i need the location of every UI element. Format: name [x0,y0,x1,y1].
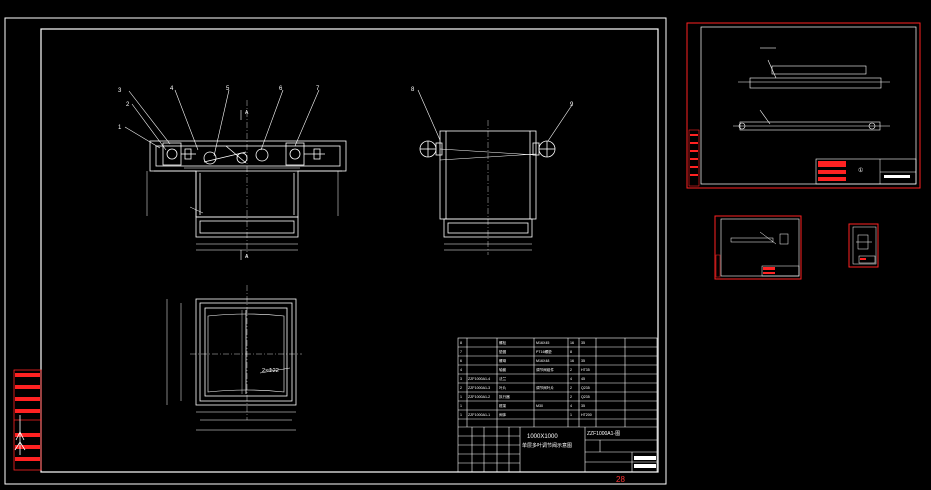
bom-cell: ZZF1000A1-2 [468,395,490,399]
bom-cell: 4 [460,368,462,372]
parts-sheet-1[interactable]: ① [686,22,921,189]
balloon-9: 9 [570,102,574,108]
bom-cell: 4 [570,404,572,408]
bom-cell: HT200 [581,413,592,417]
bom-cell: 45 [581,377,585,381]
side-elevation-view[interactable] [417,89,573,255]
balloon-7: 7 [316,86,320,92]
bom-cell: 1 [570,413,572,417]
balloon-4: 4 [170,86,174,92]
front-elevation-view[interactable] [124,89,347,258]
svg-text:A: A [245,254,249,260]
svg-text:A: A [245,110,249,116]
bom-cell: 1 [460,413,462,417]
bom-cell: M16X48 [536,359,549,363]
bom-cell: 16 [570,359,574,363]
bom-cell: 16 [570,341,574,345]
bom-cell: 8 [460,341,462,345]
bom-cell: 轴套 [499,367,507,372]
bom-cell: ZZF1000A1-1 [468,413,490,417]
bom-cell: 35 [581,341,585,345]
bom-cell: 8 [570,350,572,354]
bom-cell: PT16螺垫 [536,349,552,354]
bom-cell: 4 [570,377,572,381]
parts-sheet-1-label: ① [858,167,863,174]
bom-grid [457,337,658,473]
bom-cell: 调节阀叶片 [536,385,554,390]
title-block[interactable]: 1000X1000 单层多叶调节阀示意图 ZZF1000A1-图 8 螺栓 M16X… [457,337,658,473]
bom-cell: 2 [570,386,572,390]
bom-cell: 3 [460,377,462,381]
balloon-2: 2 [126,102,130,108]
view-arrow-a: A A [240,110,249,260]
plan-view[interactable] [166,285,302,431]
bom-cell: 2 [570,395,572,399]
left-stamp-column [13,369,42,471]
bom-cell: 阀体 [499,412,507,417]
parts-sheet-2[interactable] [714,215,802,280]
drawing-number: ZZF1000A1-图 [587,431,620,437]
bom-cell: HT35 [581,368,590,372]
main-drawing-sheet[interactable]: 28 [4,17,667,485]
bom-cell: 垫圈 [499,349,507,354]
bom-cell: 调节阀组件 [536,367,554,372]
balloon-8: 8 [411,87,415,93]
balloon-1: 1 [118,125,122,131]
balloon-6: 6 [279,86,283,92]
bom-cell: 2 [460,386,462,390]
title-line-2: 单层多叶调节阀示意图 [522,442,572,449]
bom-cell: 7 [460,350,462,354]
ucs-icon [14,415,26,455]
balloon-3: 3 [118,88,122,94]
title-line-1: 1000X1000 [527,434,558,440]
bom-cell: 1 [460,395,462,399]
bom-cell: ZZF1000A1-4 [468,377,490,381]
bom-cell: 35 [581,359,585,363]
bom-cell: 35 [581,404,585,408]
bom-cell: 1 [460,404,462,408]
inner-sheet-border [40,28,659,473]
bom-cell: 2 [570,368,572,372]
bom-cell: M16X45 [536,341,549,345]
bom-cell: 法兰 [499,376,507,381]
bom-cell: 叶片 [499,385,507,390]
bom-cell: M30 [536,404,543,408]
bom-cell: 螺栓 [499,340,507,345]
bom-cell: ZZF1000A1-3 [468,386,490,390]
plan-hole-callout: 2×Φ22 [262,368,279,374]
bom-cell: Q235 [581,395,590,399]
parts-sheet-3[interactable] [848,223,879,268]
bom-cell: 6 [460,359,462,363]
sheet-number: 28 [616,475,625,484]
bom-cell: 螺母 [499,358,507,363]
balloon-5: 5 [226,86,230,92]
bom-cell: Q235 [581,386,590,390]
bom-cell: 执行器 [499,394,510,399]
outer-sheet-border [4,17,667,485]
bom-cell: 框架 [499,403,507,408]
